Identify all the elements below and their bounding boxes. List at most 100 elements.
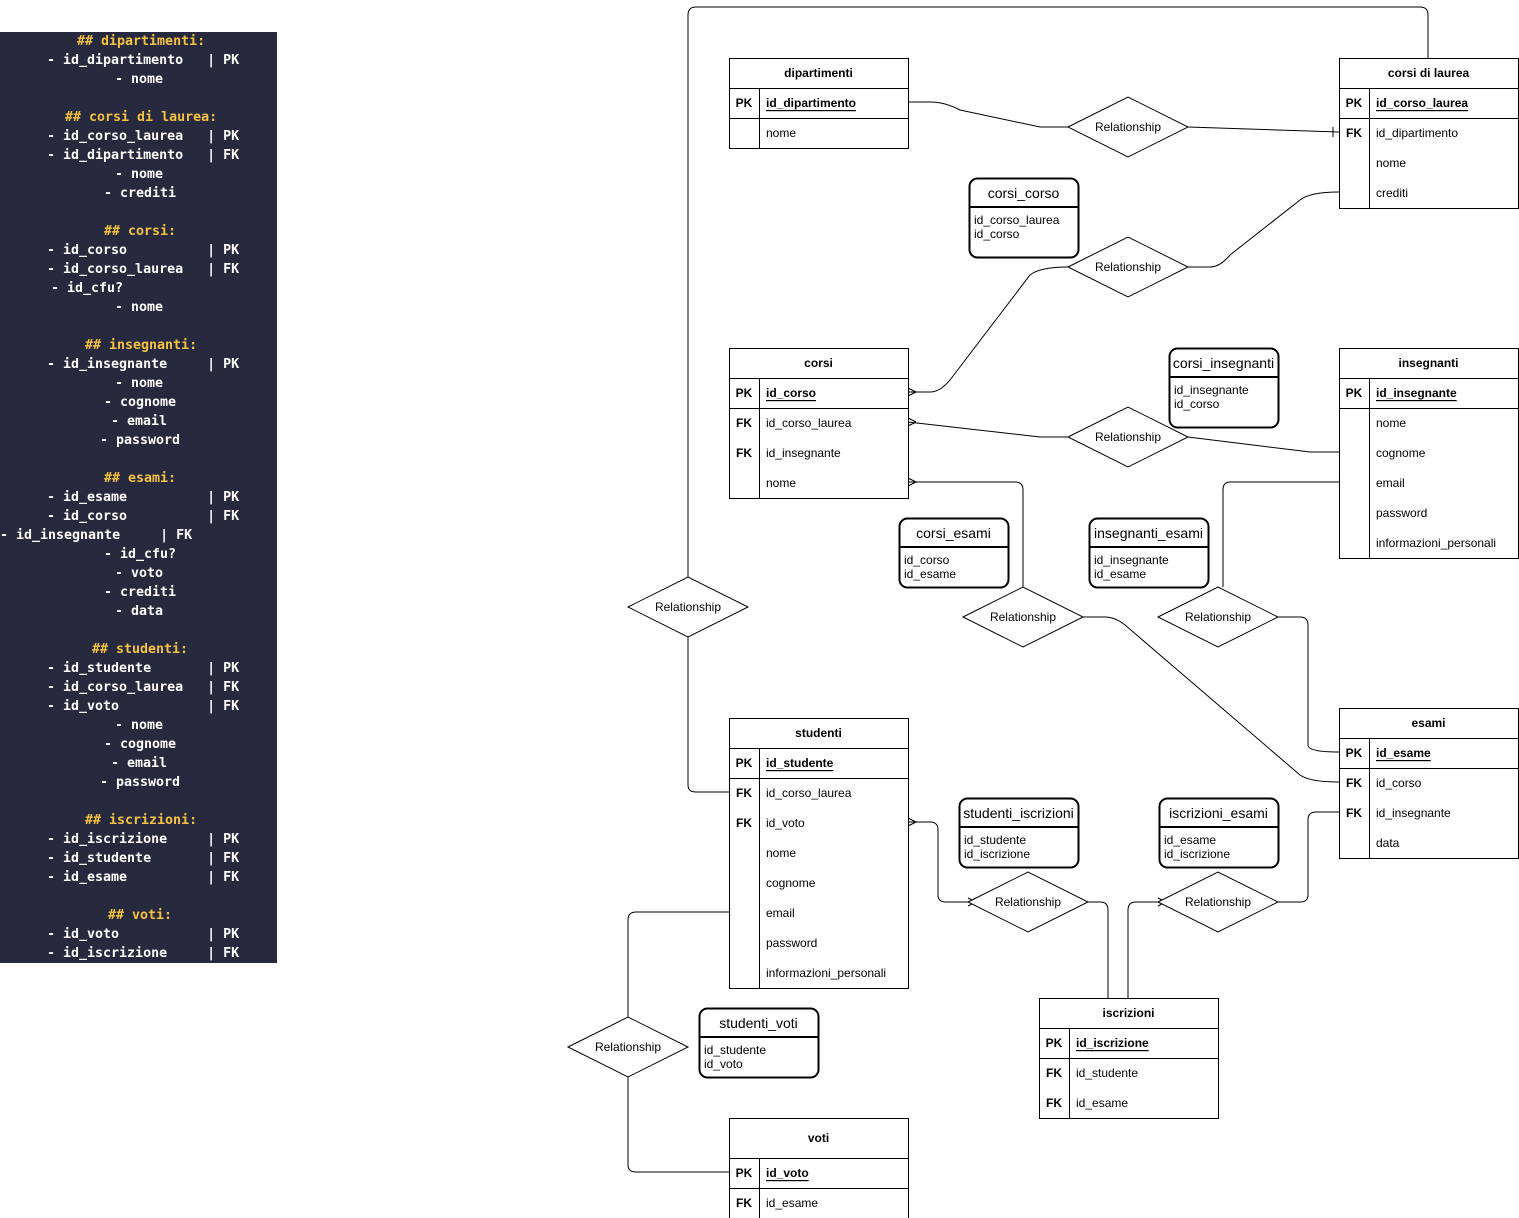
entity-field: id_corso — [766, 386, 816, 400]
notes-heading: ## voti: — [108, 908, 173, 923]
relationship-studenti-voti[interactable]: Relationship — [566, 1016, 690, 1078]
relationship-studenti-iscrizioni[interactable]: Relationship — [966, 871, 1090, 933]
relationship-studenti-cdl[interactable]: Relationship — [626, 576, 750, 638]
notes-line: - voto — [115, 566, 164, 581]
note-title: iscrizioni_esami — [1169, 805, 1268, 821]
notes-line: - id_corso_laurea | PK — [47, 129, 240, 144]
edge-loop-cdl — [687, 6, 1429, 577]
notes-line: - id_corso_laurea | FK — [47, 680, 240, 695]
note-studenti-iscrizioni[interactable]: studenti_iscrizioni id_studenteid_iscrizi… — [958, 797, 1080, 869]
note-line: id_studente — [964, 833, 1026, 847]
relationship-corsi-esami[interactable]: Relationship — [961, 586, 1085, 648]
edge-rel-esami — [1083, 616, 1340, 783]
notes-line: - id_corso | FK — [47, 509, 240, 524]
notes-line: - id_voto | PK — [47, 927, 240, 942]
edge-dip-rel — [908, 101, 1068, 128]
entity-field: id_studente — [1076, 1066, 1138, 1080]
entity-key: FK — [736, 786, 752, 800]
relationship-corsi-insegnanti[interactable]: Relationship — [1066, 406, 1190, 468]
crowfoot-stud-voto — [907, 817, 917, 827]
entity-field: id_corso_laurea — [766, 786, 852, 800]
edge-stud-voti — [627, 911, 729, 1017]
edge-rel-ins — [1187, 436, 1339, 453]
notes-line: - password — [100, 775, 181, 790]
notes-line: - id_cfu? — [104, 547, 177, 562]
notes-line: - crediti — [104, 585, 177, 600]
edge-corsi-esami — [908, 481, 1024, 587]
relationship-corsi-cdl[interactable]: Relationship — [1066, 236, 1190, 298]
note-line: id_iscrizione — [964, 847, 1030, 861]
entity-key: FK — [1046, 1096, 1062, 1110]
entity-key: PK — [1046, 1036, 1063, 1050]
relationship-label: Relationship — [995, 895, 1061, 909]
relationship-label: Relationship — [1185, 895, 1251, 909]
entity-field: informazioni_personali — [766, 966, 886, 980]
relationship-dip-cdl[interactable]: Relationship — [1066, 96, 1190, 158]
note-line: id_esame — [1094, 567, 1146, 581]
notes-heading: ## dipartimenti: — [77, 34, 206, 49]
note-line: id_corso — [974, 227, 1020, 241]
note-line: id_esame — [904, 567, 956, 581]
entity-field: password — [766, 936, 817, 950]
note-title: corsi_corso — [988, 185, 1060, 201]
relationship-label: Relationship — [1185, 610, 1251, 624]
notes-line: - id_dipartimento | PK — [47, 53, 240, 68]
entity-field: cognome — [766, 876, 816, 890]
entity-field: id_insegnante — [766, 446, 841, 460]
note-line: id_esame — [1164, 833, 1216, 847]
crowfoot-corsi-ins — [907, 417, 917, 427]
note-line: id_iscrizione — [1164, 847, 1230, 861]
entity-title: insegnanti — [1398, 356, 1458, 370]
notes-line: - id_studente | FK — [47, 851, 240, 866]
entity-field: id_corso_laurea — [1376, 96, 1468, 110]
relationship-insegnanti-esami[interactable]: Relationship — [1156, 586, 1280, 648]
note-title: studenti_iscrizioni — [963, 805, 1074, 821]
entity-key: FK — [1346, 126, 1362, 140]
entity-field: nome — [766, 126, 796, 140]
entity-key: PK — [736, 386, 753, 400]
notes-line: - crediti — [104, 186, 177, 201]
notes-heading: ## corsi: — [104, 224, 177, 239]
entity-field: id_dipartimento — [1376, 126, 1458, 140]
edge-stud-rel — [908, 821, 968, 903]
entity-title: voti — [808, 1131, 829, 1145]
entity-key: FK — [1046, 1066, 1062, 1080]
edge-rel-esami2 — [1278, 616, 1340, 753]
entity-key: PK — [736, 756, 753, 770]
relationship-label: Relationship — [655, 600, 721, 614]
notes-line: - id_insegnante | FK — [0, 528, 193, 543]
edge-ins-rel — [1222, 481, 1339, 587]
note-title: corsi_esami — [916, 525, 991, 541]
notes-line: - id_cfu? — [51, 281, 124, 296]
crowfoot-corsi-nome — [907, 477, 917, 487]
note-title: corsi_insegnanti — [1173, 355, 1274, 371]
notes-panel: ## dipartimenti: - id_dipartimento | PK - … — [0, 32, 277, 963]
entity-field: nome — [766, 476, 796, 490]
edge-rel-esami3 — [1278, 811, 1339, 903]
notes-heading: ## studenti: — [92, 642, 189, 657]
relationship-iscrizioni-esami[interactable]: Relationship — [1156, 871, 1280, 933]
note-line: id_corso — [904, 553, 950, 567]
entity-title: dipartimenti — [784, 66, 853, 80]
entity-field: id_esame — [766, 1196, 818, 1210]
edge-rel-iscr — [1088, 901, 1109, 998]
entity-field: data — [1376, 836, 1400, 850]
entity-field: id_voto — [766, 816, 805, 830]
notes-line: - id_corso | PK — [47, 243, 240, 258]
relationship-label: Relationship — [990, 610, 1056, 624]
